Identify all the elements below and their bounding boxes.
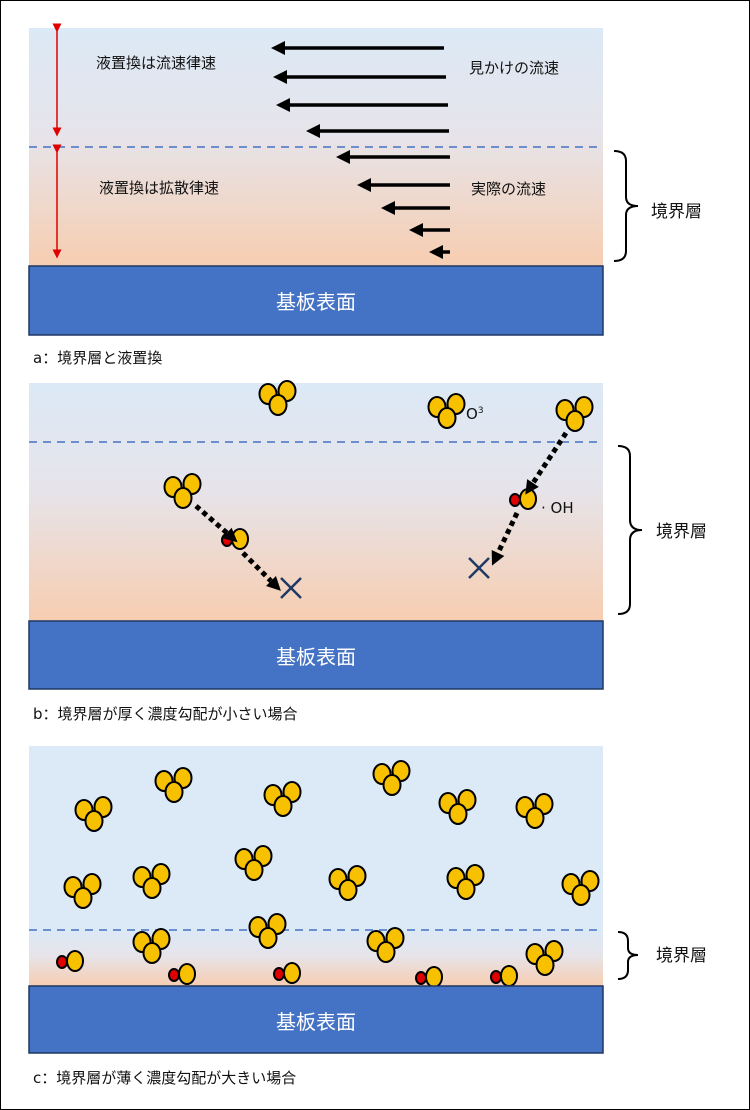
arrow-head-icon (357, 178, 371, 192)
arrow-head-icon (381, 201, 395, 215)
arrow-head-icon (306, 124, 320, 138)
panel-a: 液置換は流速律速 見かけの流速 液置換は拡散律速 実際の流速 境界層 基板表面 … (28, 23, 702, 367)
arrow-head-icon (491, 549, 505, 566)
label-boundary-layer: 境界層 (656, 946, 707, 966)
diffusion-arrows (194, 431, 569, 591)
ozone-molecule-icon (525, 940, 564, 976)
brace-icon (617, 931, 639, 980)
hydroxyl-radical-icon (273, 962, 301, 984)
substrate-surface (28, 985, 604, 1054)
arrow-head-icon (271, 41, 285, 55)
ozone-molecule-icon (515, 793, 554, 829)
flow-velocity-arrows (271, 41, 450, 259)
caption-c: c：境界層が薄く濃度勾配が大きい場合 (33, 1069, 296, 1087)
hydroxyl-radical-icon (415, 966, 443, 988)
ozone-molecule-icon (248, 913, 287, 949)
label-apparent-flow: 見かけの流速 (469, 59, 559, 77)
substrate-label: 基板表面 (276, 645, 356, 669)
substrate-label: 基板表面 (276, 290, 356, 314)
decay-x-icon (280, 577, 302, 599)
arrow-head-icon (429, 245, 443, 259)
substrate-label: 基板表面 (276, 1010, 356, 1034)
ozone-molecule-icon (366, 927, 405, 963)
label-o3: O3 (466, 405, 484, 423)
ozone-molecule-icon (234, 845, 273, 881)
arrow-head-icon (336, 150, 350, 164)
arrow-head-icon (525, 479, 539, 495)
hydroxyl-radical-icon (56, 950, 84, 972)
ozone-molecule-icon (438, 789, 477, 825)
arrow-head-icon (409, 223, 423, 237)
ozone-molecule-icon (372, 760, 411, 796)
panel-b: O3 · OH 境界層 基板表面 b：境界層が厚く濃度勾配が小さい場合 (28, 380, 707, 723)
ozone-molecule-icon (555, 396, 594, 432)
dotted-arrow-icon (495, 511, 520, 555)
ozone-molecule-icon (263, 781, 302, 817)
ozone-molecule-icon (328, 865, 367, 901)
label-boundary-layer: 境界層 (651, 202, 702, 222)
substrate-surface (28, 620, 604, 690)
caption-a: a：境界層と液置換 (33, 349, 162, 367)
label-oh-radical: · OH (541, 499, 574, 517)
brace-icon (613, 150, 639, 262)
label-flow-rate-limited: 液置換は流速律速 (96, 54, 216, 72)
decay-x-icon (468, 557, 490, 579)
dotted-arrow-icon (194, 504, 229, 535)
ozone-molecule-icon (258, 380, 297, 416)
molecules (163, 380, 594, 550)
arrow-head-icon (222, 527, 238, 543)
ozone-molecule-icon (427, 393, 466, 429)
dotted-arrow-icon (530, 431, 569, 485)
dotted-arrow-icon (241, 551, 273, 583)
liquid-region (29, 383, 603, 621)
label-actual-flow: 実際の流速 (471, 180, 546, 198)
ozone-molecule-icon (132, 928, 171, 964)
arrow-head-icon (276, 98, 290, 112)
arrow-head-icon (273, 70, 287, 84)
label-boundary-layer: 境界層 (656, 522, 707, 542)
brace-icon (617, 445, 643, 615)
ozone-molecule-icon (132, 863, 171, 899)
substrate-surface (28, 265, 604, 336)
molecules (56, 760, 600, 988)
arrow-head-icon (266, 576, 281, 591)
label-diffusion-rate-limited: 液置換は拡散律速 (99, 179, 219, 197)
caption-b: b：境界層が厚く濃度勾配が小さい場合 (33, 705, 298, 723)
panel-c: 境界層 基板表面 c：境界層が薄く濃度勾配が大きい場合 (28, 746, 707, 1087)
ozone-molecule-icon (561, 870, 600, 906)
hydroxyl-radical-icon (168, 963, 196, 985)
ozone-molecule-icon (154, 767, 193, 803)
ozone-molecule-icon (74, 796, 113, 832)
ozone-molecule-icon (163, 473, 202, 509)
ozone-molecule-icon (63, 873, 102, 909)
ozone-molecule-icon (446, 864, 485, 900)
